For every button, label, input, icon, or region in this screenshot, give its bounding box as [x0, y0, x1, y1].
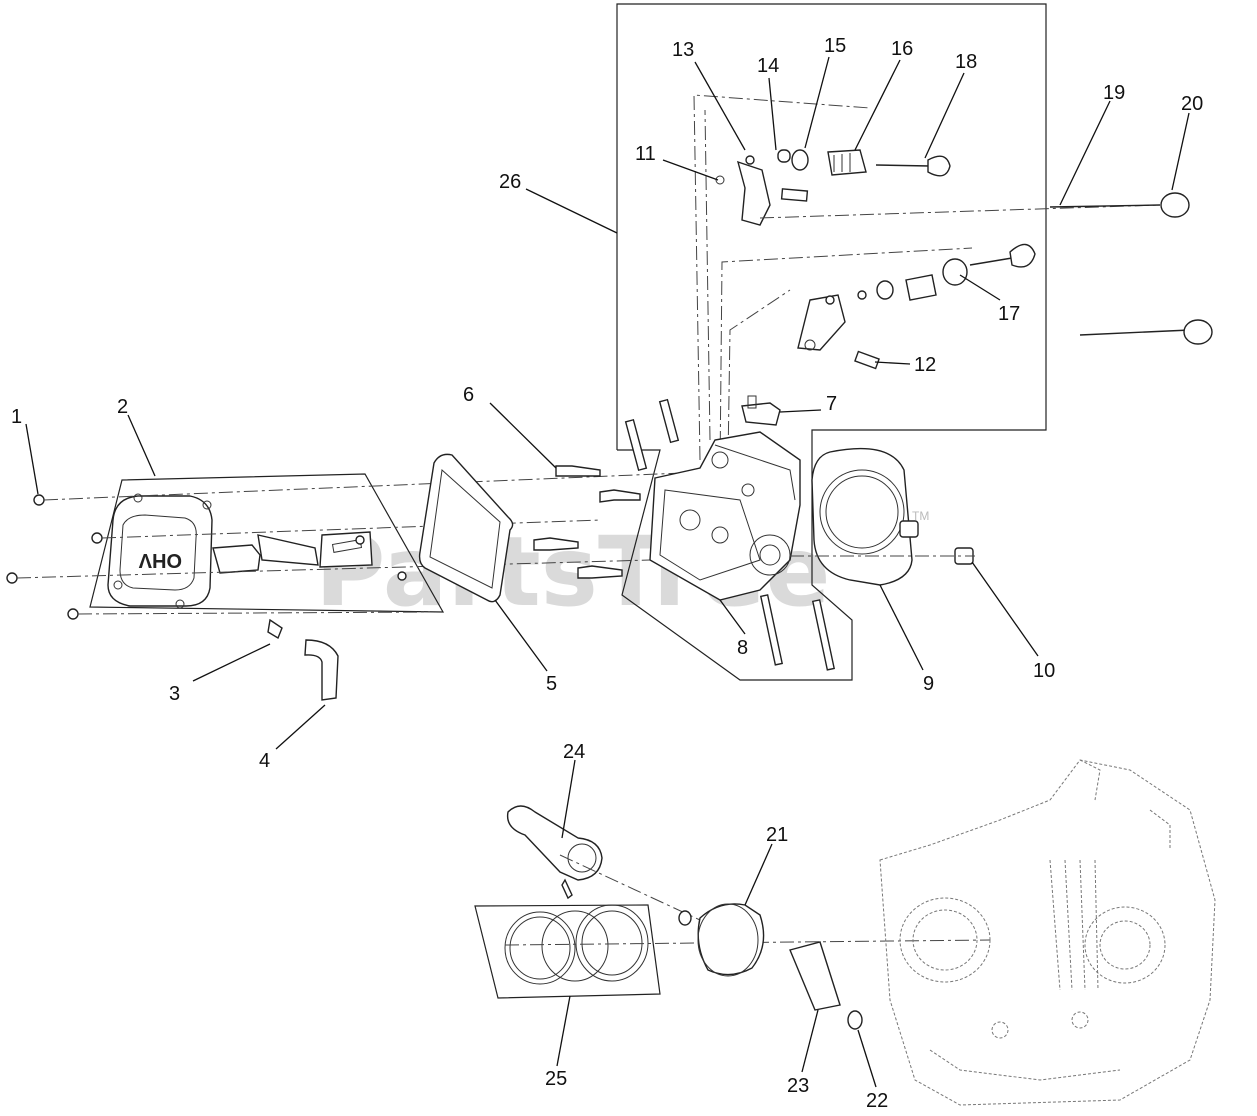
callout-23: 23 — [787, 1075, 809, 1097]
push-rods — [1049, 192, 1213, 345]
callout-11: 11 — [635, 143, 656, 165]
callout-25: 25 — [545, 1068, 567, 1090]
rocker-upper-phantom — [693, 94, 871, 461]
callout-26: 26 — [499, 171, 521, 193]
breather-tube — [267, 618, 339, 701]
callout-7: 7 — [826, 393, 837, 415]
head-gasket — [811, 447, 913, 586]
callout-16: 16 — [891, 38, 913, 60]
callout-19: 19 — [1103, 82, 1125, 104]
callout-2: 2 — [117, 396, 128, 418]
connecting-rod — [506, 805, 701, 921]
callout-6: 6 — [463, 384, 474, 406]
callout-22: 22 — [866, 1090, 888, 1112]
valve-cover-frame — [89, 473, 445, 613]
rocker-lower-phantom-2 — [727, 289, 791, 461]
callout-18: 18 — [955, 51, 977, 73]
callout-8: 8 — [737, 637, 748, 659]
callout-17: 17 — [998, 303, 1020, 325]
callout-24: 24 — [563, 741, 585, 763]
piston-rings — [474, 904, 991, 999]
callout-5: 5 — [546, 673, 557, 695]
callout-20: 20 — [1181, 93, 1203, 115]
spark-plug — [741, 395, 781, 426]
head-bolts — [533, 465, 641, 579]
piston — [678, 903, 863, 1030]
rocker-lower-phantom — [719, 247, 973, 471]
callout-1: 1 — [11, 406, 22, 428]
callout-21: 21 — [766, 824, 788, 846]
cover-bolts — [6, 494, 103, 620]
callout-labels: 1 2 3 4 5 6 7 8 9 10 11 12 13 14 15 16 1… — [11, 35, 1203, 1112]
head-studs — [624, 398, 836, 671]
rocker-upper-phantom-2 — [704, 109, 711, 441]
valve-cover: OHV — [107, 493, 213, 609]
crankcase — [879, 759, 1216, 1106]
callout-9: 9 — [923, 673, 934, 695]
callout-10: 10 — [1033, 660, 1055, 682]
valve-train-frame — [616, 3, 1047, 681]
ohv-marking: OHV — [138, 549, 182, 571]
callout-14: 14 — [757, 55, 779, 77]
valve-cover-gasket — [418, 453, 514, 603]
dowel-pins — [790, 520, 975, 565]
callout-13: 13 — [672, 39, 694, 61]
upper-rocker-assembly — [715, 149, 1161, 226]
watermark-tm: TM — [912, 509, 929, 523]
lower-rocker-assembly — [797, 243, 1036, 370]
breather-parts — [212, 531, 407, 581]
callout-15: 15 — [824, 35, 846, 57]
callout-3: 3 — [169, 683, 180, 705]
callout-4: 4 — [259, 750, 270, 772]
callout-12: 12 — [914, 354, 936, 376]
cylinder-head — [649, 431, 801, 601]
leader-lines — [25, 56, 1190, 1088]
